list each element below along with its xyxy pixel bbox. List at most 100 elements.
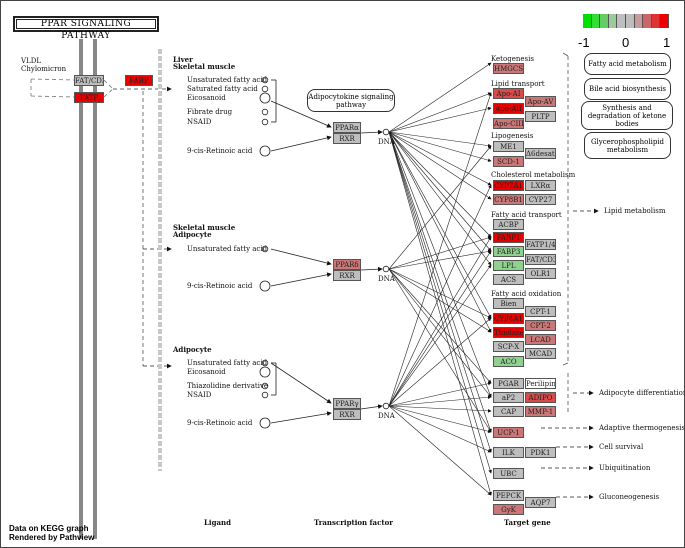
gene-box[interactable]: LCAD	[525, 334, 556, 345]
gene-box[interactable]: MCAD	[525, 348, 556, 359]
edge-arrow	[388, 62, 492, 133]
gene-box[interactable]: RXR	[333, 409, 361, 420]
gene-box[interactable]: aP2	[493, 392, 524, 403]
gene-box[interactable]: ADIPO	[525, 392, 556, 403]
gene-box[interactable]: PDK1	[525, 447, 556, 458]
gene-box[interactable]: Apo-AII	[493, 103, 524, 114]
edge-arrow	[388, 131, 492, 238]
edge-arrow	[388, 268, 492, 384]
gene-box[interactable]: FAT/CD36	[525, 254, 556, 265]
pathway-link-adipocytokine[interactable]: Adipocytokine signaling pathway	[307, 89, 395, 112]
edge-arrow	[388, 405, 492, 413]
ligand-node	[261, 391, 269, 399]
gene-box[interactable]: PPARα	[333, 122, 361, 133]
ligand-node	[259, 92, 271, 104]
gene-box[interactable]: FABP3	[493, 246, 524, 257]
colorbar-cell	[608, 14, 618, 28]
gene-box[interactable]: CYP27	[525, 194, 556, 205]
edge-arrow	[388, 131, 492, 319]
colorbar-cell	[643, 14, 652, 28]
column-label-tf: Transcription factor	[314, 518, 393, 527]
edge-arrow	[562, 362, 569, 366]
pathway-link[interactable]: Bile acid biosynthesis	[584, 78, 671, 100]
gene-box[interactable]: HMGCS2	[493, 63, 524, 74]
gene-box[interactable]: FATP	[74, 92, 104, 103]
gene-box[interactable]: LPL	[493, 260, 524, 271]
gene-box[interactable]: CAP	[493, 406, 524, 417]
gene-box[interactable]: CYP7A1	[493, 180, 524, 191]
gene-group-label: Lipogenesis	[491, 132, 534, 140]
gene-box[interactable]: PPARγ	[333, 398, 361, 409]
edge-arrow	[360, 129, 383, 135]
ligand-node	[261, 108, 269, 116]
dna-node	[382, 128, 390, 136]
gene-box[interactable]: PLTP	[525, 111, 556, 122]
gene-box[interactable]: SCD-1	[493, 156, 524, 167]
gene-box[interactable]: Bien	[493, 298, 524, 309]
edge-arrow	[388, 236, 492, 270]
gene-box[interactable]: CPT-2	[525, 320, 556, 331]
edge-arrow	[388, 236, 492, 407]
retinoic-node	[259, 145, 271, 157]
pathway-link[interactable]: Synthesis and degradation of ketone bodi…	[581, 101, 673, 130]
pathway-link[interactable]: Glycerophospholipid metabolism	[584, 132, 671, 159]
edge-arrow	[270, 362, 332, 404]
gene-box[interactable]: FATP1/4	[525, 239, 556, 250]
gene-box[interactable]: CYP8B1	[493, 194, 524, 205]
gene-box[interactable]: PGAR	[493, 378, 524, 389]
gene-box[interactable]: AQP7	[525, 497, 556, 508]
gene-box[interactable]: ACBP	[493, 219, 524, 230]
edge-arrow	[388, 268, 492, 433]
retinoic-label: 9-cis-Retinoic acid	[187, 147, 253, 155]
edge-arrow	[388, 131, 492, 200]
gene-box[interactable]: Δ6desaturase	[525, 148, 556, 159]
edge-arrow	[388, 405, 492, 453]
gene-box[interactable]: MMP-1	[525, 406, 556, 417]
gene-box[interactable]: GyK	[493, 504, 524, 515]
ligand-label: Eicosanoid	[187, 94, 226, 102]
ligand-node	[261, 382, 269, 390]
gene-box[interactable]: Apo-CIII	[493, 118, 524, 129]
gene-box[interactable]: OLR1	[525, 268, 556, 279]
gene-box[interactable]: LXRα	[525, 180, 556, 191]
gene-box[interactable]: PEPCK	[493, 490, 524, 501]
gene-box[interactable]: ME1	[493, 141, 524, 152]
edge-arrow	[360, 266, 383, 272]
gene-box[interactable]: SCP-X	[493, 341, 524, 352]
pathway-link[interactable]: Fatty acid metabolism	[584, 53, 671, 75]
gene-box[interactable]: ILK	[493, 447, 524, 458]
edge-arrow	[103, 79, 114, 90]
colorbar-cell	[634, 14, 644, 28]
gene-box[interactable]: Thiolase B	[493, 327, 524, 338]
ligand-node	[261, 245, 269, 253]
gene-box[interactable]: ACO	[493, 356, 524, 367]
gene-box[interactable]: Apo-AI	[493, 88, 524, 99]
gene-box[interactable]: Apo-AV	[525, 96, 556, 107]
gene-box[interactable]: FABP	[125, 75, 153, 86]
gene-box[interactable]: CYP4A1	[493, 313, 524, 324]
gene-box[interactable]: CPT-1	[525, 306, 556, 317]
outcome-label: Adaptive thermogenesis	[599, 424, 685, 432]
gene-box[interactable]: UBC	[493, 468, 524, 479]
gene-box[interactable]: PPARδ	[333, 259, 361, 270]
edge-arrow	[388, 317, 492, 407]
gene-box[interactable]: Perilipin	[525, 378, 556, 389]
gene-box[interactable]: FAT/CD36	[74, 75, 104, 86]
gene-box[interactable]: FABP1	[493, 232, 524, 243]
edge-arrow	[388, 268, 492, 333]
edge-arrow	[388, 405, 492, 434]
ligand-node	[261, 76, 269, 84]
edge-arrow	[388, 145, 492, 270]
edge-arrow	[270, 248, 332, 266]
column-label-ligand: Ligand	[204, 518, 231, 527]
gene-box[interactable]: RXR	[333, 133, 361, 144]
edge-arrow	[388, 131, 492, 474]
gene-box[interactable]: RXR	[333, 270, 361, 281]
gene-box[interactable]: ACS	[493, 274, 524, 285]
edge-arrow	[30, 95, 75, 98]
gene-box[interactable]: UCP-1	[493, 427, 524, 438]
edge-arrow	[388, 131, 492, 148]
edge-arrow	[388, 131, 492, 398]
edge-arrow	[388, 131, 492, 186]
edge-arrow	[103, 88, 114, 98]
